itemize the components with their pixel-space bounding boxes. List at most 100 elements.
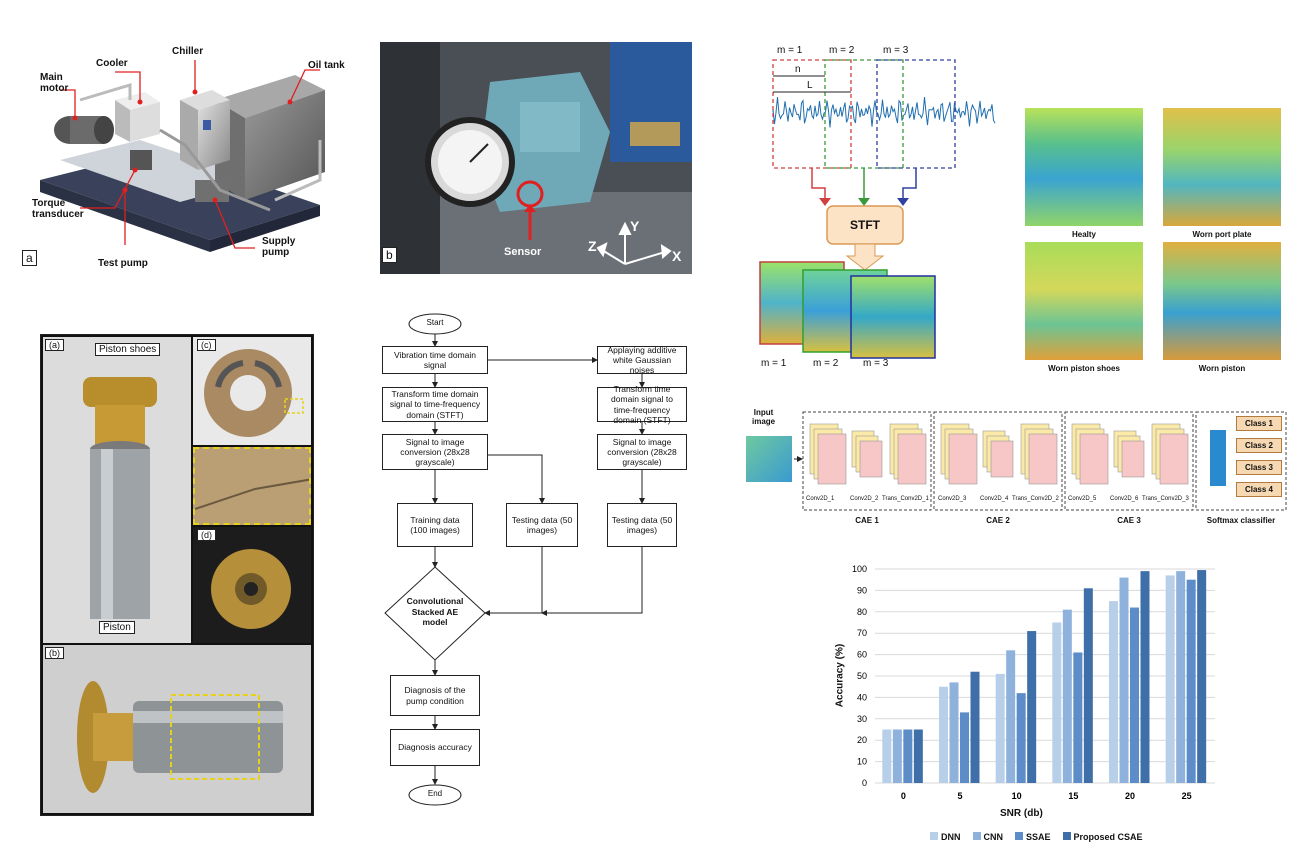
bar-dnn-snr-5 <box>939 686 948 783</box>
class-2-box: Class 2 <box>1236 438 1282 453</box>
flow-diagnosis: Diagnosis of the pump condition <box>390 675 480 716</box>
bar-proposed-csae-snr-0 <box>913 729 923 783</box>
label-piston-shoes: Piston shoes <box>95 343 161 356</box>
flow-model: Convolutional Stacked AE model <box>406 596 464 628</box>
caption-healthy: Healty <box>1071 230 1096 239</box>
axis-label-x: X <box>672 248 682 264</box>
bar-cnn-snr-0 <box>892 729 902 783</box>
x-tick-label: 25 <box>1182 791 1192 801</box>
bar-ssae-snr-25 <box>1186 579 1196 783</box>
y-tick-label: 10 <box>857 757 867 767</box>
y-tick-label: 20 <box>857 735 867 745</box>
label-torque-transducer: Torque transducer <box>32 198 84 220</box>
bar-cnn-snr-10 <box>1006 650 1016 783</box>
label-supply-pump: Supply pump <box>262 236 296 258</box>
piston-shoe-photo <box>193 527 311 643</box>
port-plate-photo <box>193 337 311 445</box>
bar-dnn-snr-10 <box>995 673 1005 783</box>
bar-proposed-csae-snr-25 <box>1197 570 1207 783</box>
worn-parts-panel: (a) Piston shoes Piston (c) (d) <box>40 334 314 816</box>
bar-ssae-snr-15 <box>1073 652 1083 783</box>
y-tick-label: 70 <box>857 628 867 638</box>
flow-start: Start <box>426 318 444 327</box>
class-4-box: Class 4 <box>1236 482 1282 497</box>
flow-testing-data-right: Testing data (50 images) <box>607 503 677 547</box>
feature-map-9-3 <box>1159 433 1189 485</box>
y-tick-label: 30 <box>857 714 867 724</box>
label-cooler: Cooler <box>96 58 128 69</box>
frame-label-m3: m = 3 <box>863 358 889 369</box>
flow-add-noise: Applaying additive white Gaussian noises <box>597 345 687 375</box>
bar-dnn-snr-0 <box>882 729 892 783</box>
x-tick-label: 20 <box>1125 791 1135 801</box>
chart-xlabel: SNR (db) <box>1000 808 1043 819</box>
x-tick-label: 5 <box>957 791 962 801</box>
label-oil-tank: Oil tank <box>308 60 345 71</box>
bar-ssae-snr-10 <box>1016 693 1026 783</box>
bar-proposed-csae-snr-5 <box>970 671 980 783</box>
bar-dnn-snr-25 <box>1165 575 1175 783</box>
bar-cnn-snr-20 <box>1119 577 1129 783</box>
label-piston: Piston <box>99 621 135 634</box>
flow-stft-left: Transform time domain signal to time-fre… <box>382 387 488 422</box>
x-tick-label: 15 <box>1068 791 1078 801</box>
flow-end: End <box>427 789 443 798</box>
label-main-motor: Main motor <box>40 72 69 94</box>
layer-label-trans-conv2d-2: Trans_Conv2D_2 <box>1012 496 1059 502</box>
model-decision-shape <box>384 566 486 661</box>
bar-ssae-snr-5 <box>960 712 969 783</box>
y-tick-label: 50 <box>857 671 867 681</box>
spectrogram-worn-port-plate <box>1163 108 1281 226</box>
spectrogram-stack <box>759 261 936 359</box>
y-tick-label: 80 <box>857 607 867 617</box>
test-rig-illustration <box>40 60 325 252</box>
feature-map-6-3 <box>1028 433 1058 485</box>
y-tick-label: 0 <box>862 778 867 788</box>
stft-diagram <box>759 59 996 359</box>
panel-label-b: b <box>382 247 397 263</box>
chart-ylabel: Accuracy (%) <box>834 643 846 708</box>
flow-image-left: Signal to image conversion (28x28 graysc… <box>382 434 488 470</box>
legend-dnn: DNN <box>930 832 961 842</box>
flow-vibration-signal: Vibration time domain signal <box>382 346 488 374</box>
group-label-cae1: CAE 1 <box>855 516 879 525</box>
layer-label-conv2d-1: Conv2D_1 <box>806 496 835 502</box>
label-sensor: Sensor <box>504 246 542 258</box>
y-tick-label: 60 <box>857 650 867 660</box>
feature-map-2-3 <box>859 440 883 478</box>
zoomed-wear-photo <box>193 447 311 525</box>
part-label-b: (b) <box>45 647 64 659</box>
feature-map-3-3 <box>897 433 927 485</box>
group-label-cae2: CAE 2 <box>986 516 1010 525</box>
layer-label-conv2d-3: Conv2D_3 <box>938 496 967 502</box>
part-label-d: (d) <box>197 529 216 541</box>
bar-proposed-csae-snr-20 <box>1140 571 1150 783</box>
flow-training-data: Training data (100 images) <box>397 503 473 547</box>
y-tick-label: 100 <box>852 564 867 574</box>
cae-diagram <box>746 411 1287 511</box>
spectrogram-healthy <box>1025 108 1143 226</box>
axis-label-y: Y <box>630 218 640 234</box>
test-rig-panel: Main motor Cooler Chiller Oil tank Torqu… <box>20 30 350 280</box>
bar-dnn-snr-15 <box>1052 622 1062 783</box>
frame-label-m2: m = 2 <box>813 358 839 369</box>
group-label-softmax: Softmax classifier <box>1206 516 1276 525</box>
legend-cnn: CNN <box>972 832 1003 842</box>
spectrogram-worn-piston <box>1163 242 1281 360</box>
x-tick-label: 0 <box>901 791 906 801</box>
feature-map-7-3 <box>1079 433 1109 485</box>
layer-label-conv2d-5: Conv2D_5 <box>1068 496 1097 502</box>
flow-accuracy: Diagnosis accuracy <box>390 729 480 766</box>
caption-worn-piston-shoes: Worn piston shoes <box>1048 364 1120 373</box>
worn-piston-photo <box>43 645 311 813</box>
layer-label-trans-conv2d-1: Trans_Conv2D_1 <box>882 496 929 502</box>
bar-cnn-snr-5 <box>949 682 959 783</box>
layer-label-trans-conv2d-3: Trans_Conv2D_3 <box>1142 496 1189 502</box>
part-label-a: (a) <box>45 339 64 351</box>
legend-ssae: SSAE <box>1015 832 1051 842</box>
flow-testing-data-mid: Testing data (50 images) <box>506 503 578 547</box>
caption-worn-piston: Worn piston <box>1198 364 1246 373</box>
spectrogram-worn-piston-shoes <box>1025 242 1143 360</box>
chart-legend: DNN CNN SSAE Proposed CSAE <box>930 832 1143 842</box>
